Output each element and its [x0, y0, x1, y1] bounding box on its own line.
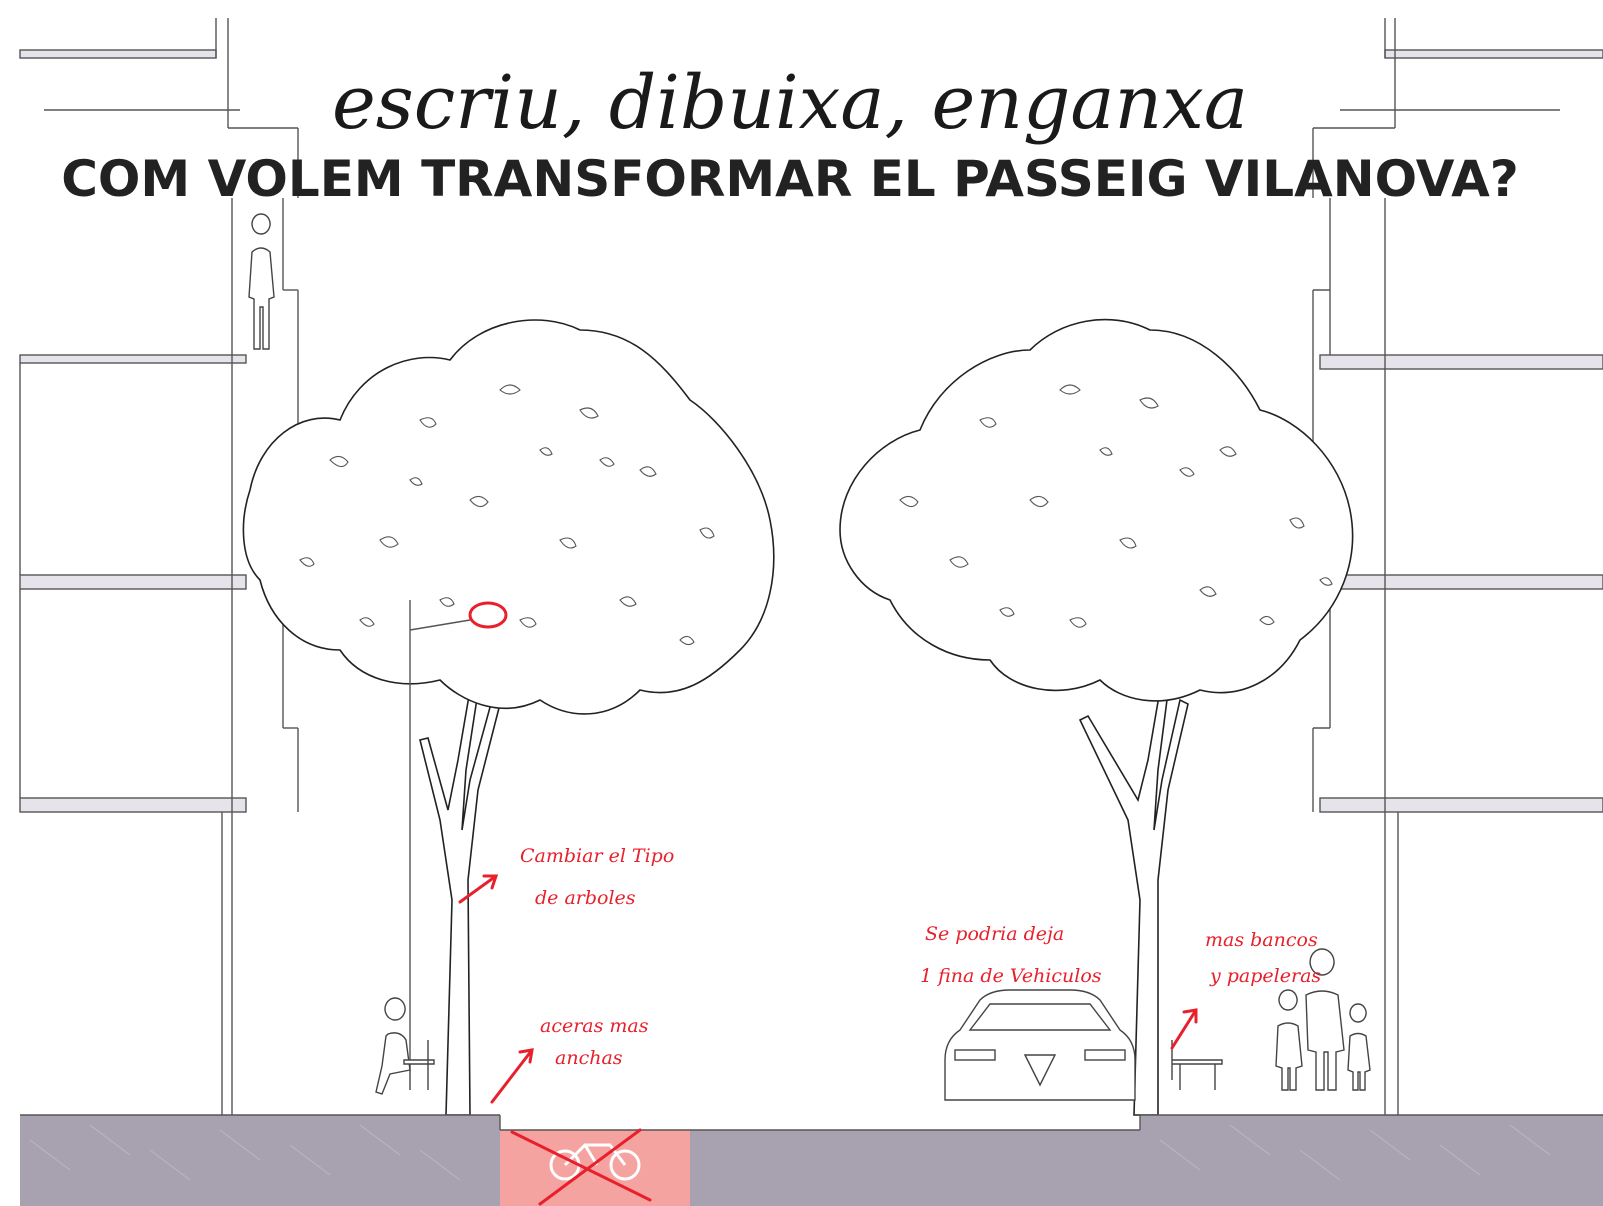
- title-block: escriu, dibuixa, enganxa COM VOLEM TRANS…: [44, 60, 1560, 208]
- x-mark: [510, 1128, 652, 1206]
- ground-section: [20, 1114, 1603, 1206]
- annotation-sidewalks-line1: aceras mas: [540, 1015, 649, 1037]
- left-tree: [242, 319, 775, 1116]
- car: [944, 989, 1136, 1101]
- annotation-benches-line1: mas bancos: [1205, 929, 1318, 951]
- standing-person-icon: [248, 213, 275, 350]
- annotation-tree-type-line1: Cambiar el Tipo: [520, 845, 674, 867]
- annotation-sidewalks-line2: anchas: [555, 1047, 623, 1069]
- annotation-vehicle-lane-line2: 1 fina de Vehiculos: [920, 965, 1102, 987]
- bench-right: [1171, 1040, 1223, 1090]
- annotation-benches-line2: y papeleras: [1209, 965, 1321, 987]
- annotation-vehicle-lane: Se podria deja 1 fina de Vehiculos: [920, 923, 1102, 987]
- street-lamp: [409, 600, 508, 1060]
- lamp-highlight-circle: [468, 601, 508, 629]
- family-figures: [1275, 948, 1371, 1091]
- annotation-benches: mas bancos y papeleras: [1170, 929, 1321, 1050]
- right-tree: [839, 318, 1354, 1116]
- page-title: COM VOLEM TRANSFORMAR EL PASSEIG VILANOV…: [61, 150, 1519, 208]
- annotation-tree-type: Cambiar el Tipo de arboles: [458, 845, 674, 909]
- annotation-vehicle-lane-line1: Se podria deja: [925, 923, 1064, 945]
- subtitle-script: escriu, dibuixa, enganxa: [332, 60, 1248, 146]
- annotation-tree-type-line2: de arboles: [535, 887, 636, 909]
- seated-person-bench-left: [375, 997, 435, 1095]
- annotation-sidewalks: aceras mas anchas: [490, 1015, 649, 1104]
